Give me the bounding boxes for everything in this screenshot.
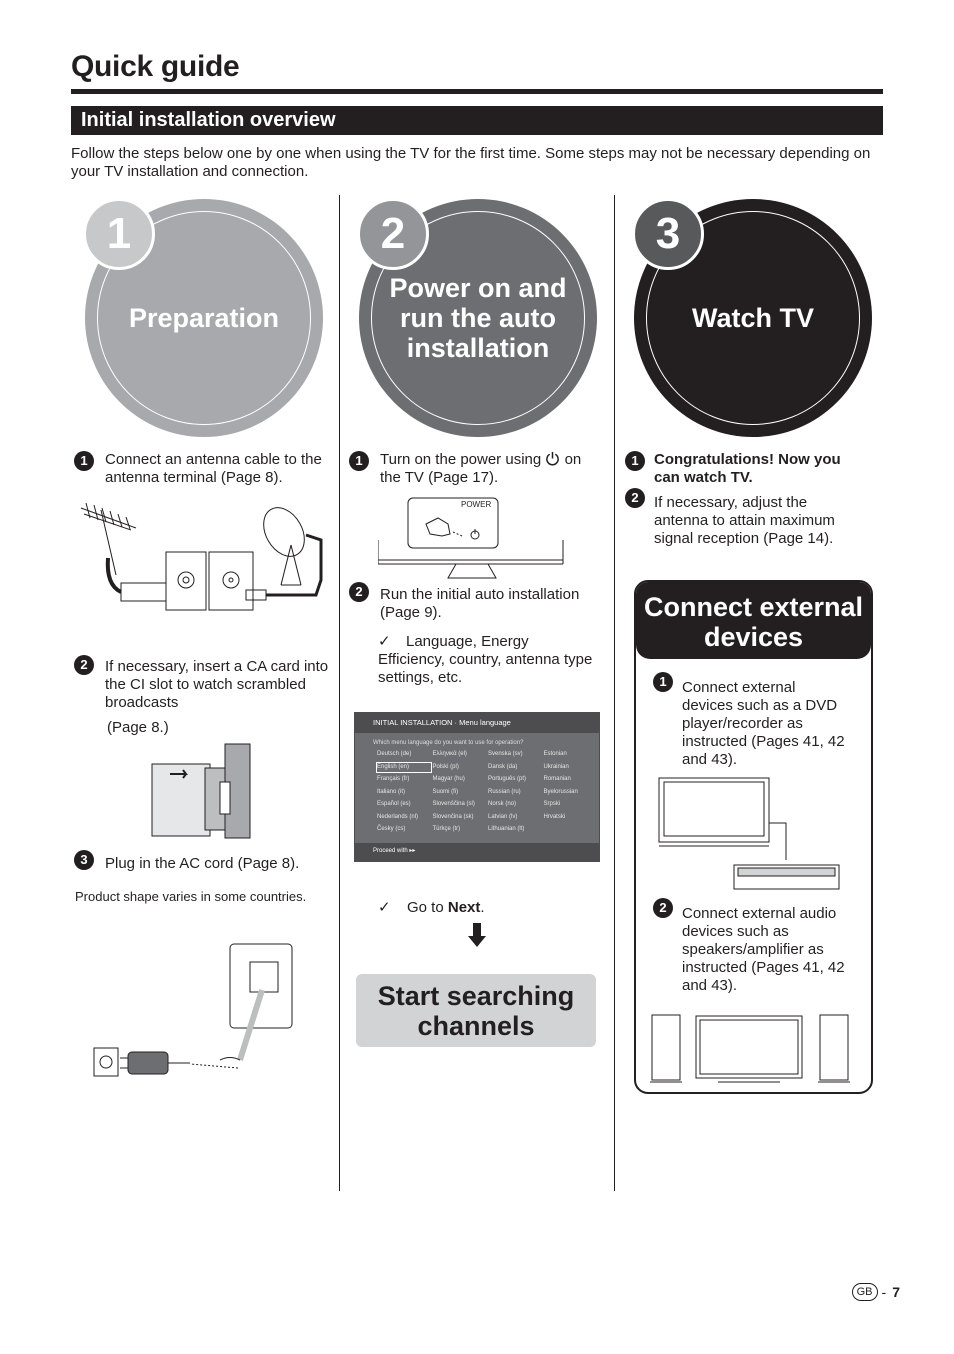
language-option[interactable]: Ukrainian: [543, 763, 569, 770]
page-reference: (Page 8.): [107, 719, 169, 736]
next-label: Next: [447, 899, 481, 916]
language-option[interactable]: Ελληνικά (el): [432, 751, 467, 757]
language-option[interactable]: Slovenčina (sk): [432, 813, 474, 820]
footer-separator: -: [881, 1284, 887, 1300]
step-number: 1: [653, 672, 673, 692]
note-text: Product shape varies in some countries.: [75, 889, 307, 904]
menu-header-title: INITIAL INSTALLATION: [373, 718, 453, 727]
checklist-text: Language, Energy Efficiency, country, an…: [378, 633, 593, 686]
language-option[interactable]: Português (pt): [488, 776, 527, 782]
title-rule: [71, 89, 883, 94]
step-text: Plug in the AC cord (Page 8).: [105, 855, 300, 872]
language-option[interactable]: Srpski: [543, 801, 561, 807]
ca-card-illustration: [151, 743, 251, 839]
menu-header: INITIAL INSTALLATION · Menu language: [355, 713, 599, 733]
language-option[interactable]: Slovenščina (sl): [432, 801, 475, 807]
menu-question: Which menu language do you want to use f…: [373, 740, 524, 746]
step-text: on the TV (Page 17).: [380, 451, 582, 486]
language-option[interactable]: Español (es): [377, 801, 411, 807]
language-option[interactable]: Magyar (hu): [432, 776, 465, 782]
step-text: Connect an antenna cable to the antenna …: [105, 451, 322, 486]
step-number: 1: [74, 451, 94, 471]
language-option[interactable]: Nederlands (nl): [377, 813, 419, 820]
intro-text: Follow the steps below one by one when u…: [71, 145, 871, 180]
power-icon: [546, 451, 560, 466]
step-text: Run the initial auto installation (Page …: [380, 586, 580, 621]
go-to-prefix: Go to: [407, 899, 444, 916]
step-number: 2: [653, 898, 673, 918]
language-option[interactable]: Polski (pl): [432, 763, 459, 770]
column-divider: [339, 195, 340, 1191]
language-option[interactable]: Estonian: [543, 751, 567, 757]
step-text: Congratulations! Now you can watch TV.: [654, 451, 841, 486]
antenna-connection-illustration: [80, 502, 323, 611]
menu-language-screen: INITIAL INSTALLATION · Menu language Whi…: [354, 712, 600, 862]
go-to-suffix: .: [480, 899, 485, 916]
language-grid: Deutsch (de) Ελληνικά (el) Svenska (sv) …: [376, 750, 598, 835]
check-icon: ✓: [378, 633, 391, 650]
step-number-badge: 3: [632, 198, 704, 270]
tv-speakers-illustration: [650, 1014, 850, 1083]
arrow-down-icon: [468, 923, 486, 947]
step-text: Turn on the power using: [380, 451, 542, 468]
tv-dvd-illustration: [658, 777, 840, 890]
step-title: Preparation: [97, 211, 311, 425]
language-option[interactable]: Suomi (fi): [432, 788, 459, 795]
language-option[interactable]: Français (fr): [377, 776, 410, 782]
checklist-item: ✓Language, Energy Efficiency, country, a…: [378, 633, 598, 687]
language-option[interactable]: Russian (ru): [488, 788, 521, 795]
page-title: Quick guide: [71, 50, 240, 83]
step-text: Connect external devices such as a DVD p…: [682, 679, 845, 768]
language-option[interactable]: Lithuanian (lt): [488, 826, 525, 832]
language-option[interactable]: Byelorussian: [543, 788, 578, 795]
language-option[interactable]: Türkçe (tr): [432, 826, 461, 832]
menu-header-subtitle: Menu language: [459, 718, 511, 727]
step-text: If necessary, insert a CA card into the …: [105, 658, 329, 711]
language-option[interactable]: Latvian (lv): [488, 813, 518, 820]
menu-footer: Proceed with ▸▸: [355, 843, 599, 861]
language-option[interactable]: Deutsch (de): [377, 751, 412, 757]
language-option[interactable]: Romanian: [543, 776, 571, 782]
ac-plug-illustration: [93, 943, 293, 1077]
column-divider: [614, 195, 615, 1191]
step-title: Power on and run the auto installation: [371, 211, 585, 425]
step-number-badge: 1: [83, 198, 155, 270]
tv-power-button-illustration: POWER: [378, 496, 564, 581]
step-number: 2: [74, 655, 94, 675]
language-option-selected[interactable]: English (en): [376, 761, 432, 773]
language-option[interactable]: Norsk (no): [488, 801, 517, 807]
language-option[interactable]: Hrvatski: [543, 813, 566, 820]
check-icon: ✓: [378, 899, 391, 916]
step-number: 1: [625, 451, 645, 471]
checklist-item: ✓ Go to Next.: [378, 899, 598, 917]
page-footer: GB - 7: [851, 1283, 900, 1301]
connect-devices-panel: Connect external devices 1 Connect exter…: [634, 580, 873, 1094]
step-title: Watch TV: [646, 211, 860, 425]
step-text: Connect external audio devices such as s…: [682, 905, 845, 994]
step-number: 2: [625, 488, 645, 508]
start-searching-box: Start searching channels: [356, 974, 596, 1047]
step-text: If necessary, adjust the antenna to atta…: [654, 494, 835, 547]
power-label: POWER: [461, 500, 492, 509]
step-number: 2: [349, 582, 369, 602]
language-option[interactable]: Svenska (sv): [488, 751, 523, 757]
language-option: [544, 825, 598, 835]
language-option[interactable]: Česky (cs): [377, 826, 406, 832]
connect-title: Connect external devices: [636, 582, 871, 659]
region-badge: GB: [851, 1283, 878, 1301]
page-number: 7: [892, 1284, 900, 1300]
language-option[interactable]: Dansk (da): [488, 763, 518, 770]
language-option[interactable]: Italiano (it): [377, 788, 406, 795]
step-number: 3: [74, 850, 94, 870]
step-number: 1: [349, 451, 369, 471]
section-title: Initial installation overview: [71, 106, 883, 135]
step-number-badge: 2: [357, 198, 429, 270]
